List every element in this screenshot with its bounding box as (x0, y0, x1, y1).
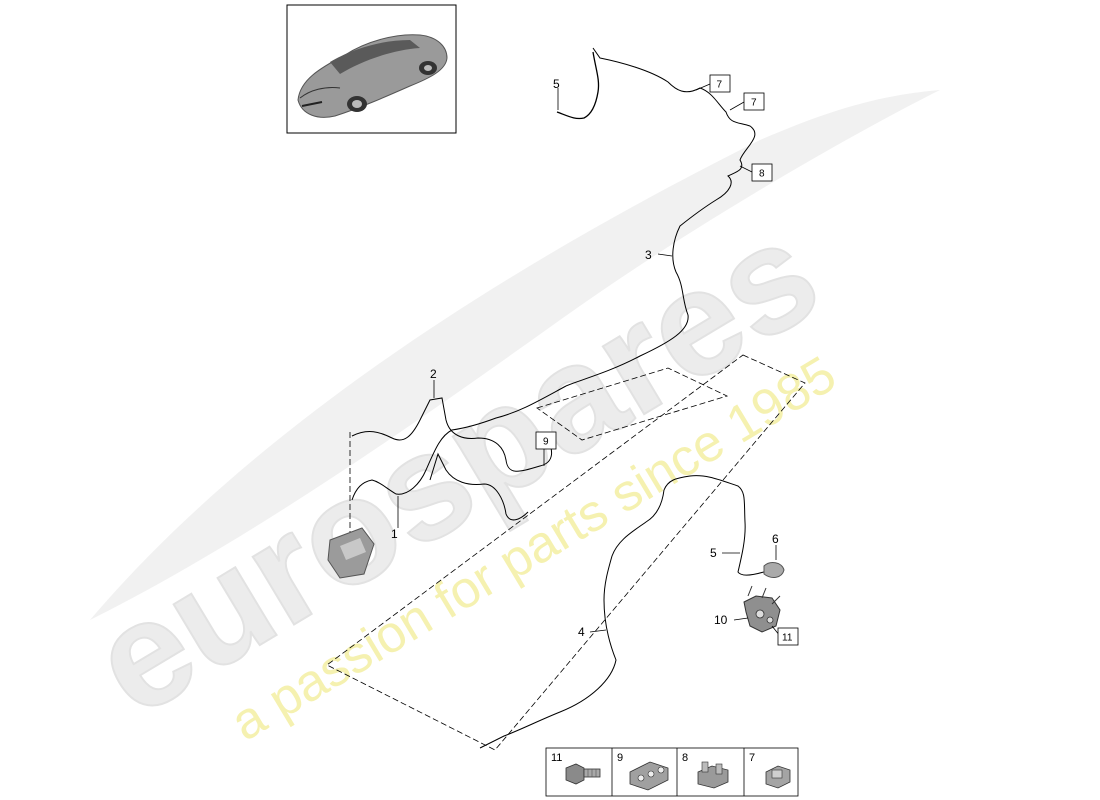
brake-line-2c (429, 452, 529, 521)
watermark: eurospares a passion for parts since 198… (64, 90, 940, 752)
double-clip-icon (697, 761, 729, 789)
boxed-callout-7b: 7 (743, 92, 765, 111)
callout-1: 1 (391, 527, 398, 541)
boxed-callout-8: 8 (751, 163, 773, 182)
legend-num-8: 8 (682, 752, 688, 764)
brake-line-2b (351, 397, 552, 472)
callout-3: 3 (645, 248, 652, 262)
legend-item-8: 8 (682, 752, 729, 789)
sensor-part-6-icon (763, 562, 785, 578)
callout-6: 6 (772, 532, 779, 546)
brake-line-2 (351, 385, 567, 501)
callout-5-lower: 5 (710, 546, 717, 560)
boxed-callout-7b-label: 7 (751, 98, 757, 109)
single-clip-icon (765, 765, 791, 789)
boxed-callout-8-label: 8 (759, 169, 765, 180)
vehicle-thumbnail (286, 4, 457, 134)
callout-5-top: 5 (553, 77, 560, 91)
brake-line-5-top (556, 51, 600, 120)
boxed-callout-11: 11 (777, 627, 799, 646)
callout-10: 10 (714, 613, 728, 627)
legend-num-7: 7 (749, 752, 755, 764)
watermark-brand: eurospares (65, 187, 845, 748)
callout-4: 4 (578, 625, 585, 639)
callouts: 1 2 3 4 5 5 6 10 (391, 77, 779, 639)
legend-item-11: 11 (551, 752, 601, 785)
leader-lines (397, 83, 781, 637)
boxed-callout-9-label: 9 (543, 437, 549, 448)
watermark-swoosh (90, 90, 940, 620)
parts-legend: 11 9 8 7 (545, 747, 799, 797)
boxed-callout-7a: 7 (709, 74, 731, 93)
boxed-callout-11-label: 11 (782, 633, 793, 644)
boxed-callout-9: 9 (535, 431, 557, 450)
brake-line-4b (479, 489, 665, 749)
car-sedan-icon (297, 34, 448, 118)
boxed-callouts: 7 7 8 9 11 (535, 74, 799, 646)
callout-2: 2 (430, 367, 437, 381)
legend-item-9: 9 (617, 752, 669, 791)
legend-num-11: 11 (551, 752, 562, 764)
bracket-part-10-icon (743, 585, 781, 633)
multi-clip-icon (629, 761, 669, 791)
installation-area-outline (326, 354, 806, 751)
hydraulic-unit-icon (327, 527, 375, 579)
bolt-icon (565, 763, 601, 785)
boxed-callout-7a-label: 7 (717, 80, 723, 91)
brake-line-4 (663, 475, 771, 576)
legend-item-7: 7 (749, 752, 791, 789)
legend-num-9: 9 (617, 752, 623, 764)
